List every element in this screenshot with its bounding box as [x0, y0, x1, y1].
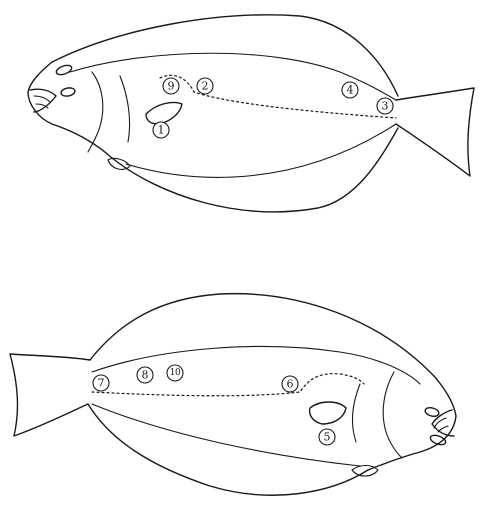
marker-9: 9	[163, 78, 179, 94]
lower-fish-operculum	[353, 384, 360, 442]
upper-fish-lateral-line	[160, 75, 396, 118]
marker-7: 7	[93, 375, 109, 391]
upper-fish-anal-fin	[112, 128, 398, 212]
marker-6-label: 6	[287, 378, 294, 391]
marker-2: 2	[197, 78, 213, 94]
marker-3: 3	[377, 98, 393, 114]
lower-fish-eye-bottom	[429, 434, 447, 447]
marker-5: 5	[319, 429, 335, 445]
marker-7-label: 7	[98, 377, 105, 390]
marker-4-label: 4	[347, 84, 354, 97]
marker-10: 10	[167, 365, 183, 381]
marker-6: 6	[282, 376, 298, 392]
marker-2-label: 2	[202, 80, 209, 93]
upper-fish-pectoral-fin	[146, 102, 182, 124]
marker-4: 4	[342, 82, 358, 98]
lower-fish-lateral-line	[92, 374, 364, 396]
upper-fish-eye-top	[55, 64, 73, 77]
upper-fish-operculum	[120, 76, 130, 142]
marker-8-label: 8	[142, 369, 149, 382]
marker-1: 1	[153, 122, 169, 138]
marker-8: 8	[137, 367, 153, 383]
lower-fish-pectoral-fin	[310, 402, 346, 424]
marker-9-label: 9	[168, 80, 175, 93]
lower-fish-eye-top	[424, 406, 440, 417]
upper-fish-eye-bottom	[60, 87, 75, 97]
lower-fish-pelvic-fin	[352, 466, 378, 477]
marker-10-label: 10	[170, 368, 181, 378]
lower-fish-gill-cover	[383, 372, 402, 458]
lower-fish-head	[368, 376, 456, 470]
marker-1-label: 1	[158, 124, 165, 137]
upper-fish-gill-cover	[88, 72, 103, 152]
lower-fish-tail	[10, 354, 90, 436]
upper-fish-tail	[396, 88, 474, 176]
lower-fish	[10, 294, 456, 496]
lower-fish-dorsal-fin	[90, 294, 434, 376]
upper-fish	[28, 15, 474, 212]
marker-3-label: 3	[382, 100, 389, 113]
marker-5-label: 5	[324, 431, 331, 444]
upper-fish-mouth-inner	[34, 96, 50, 108]
